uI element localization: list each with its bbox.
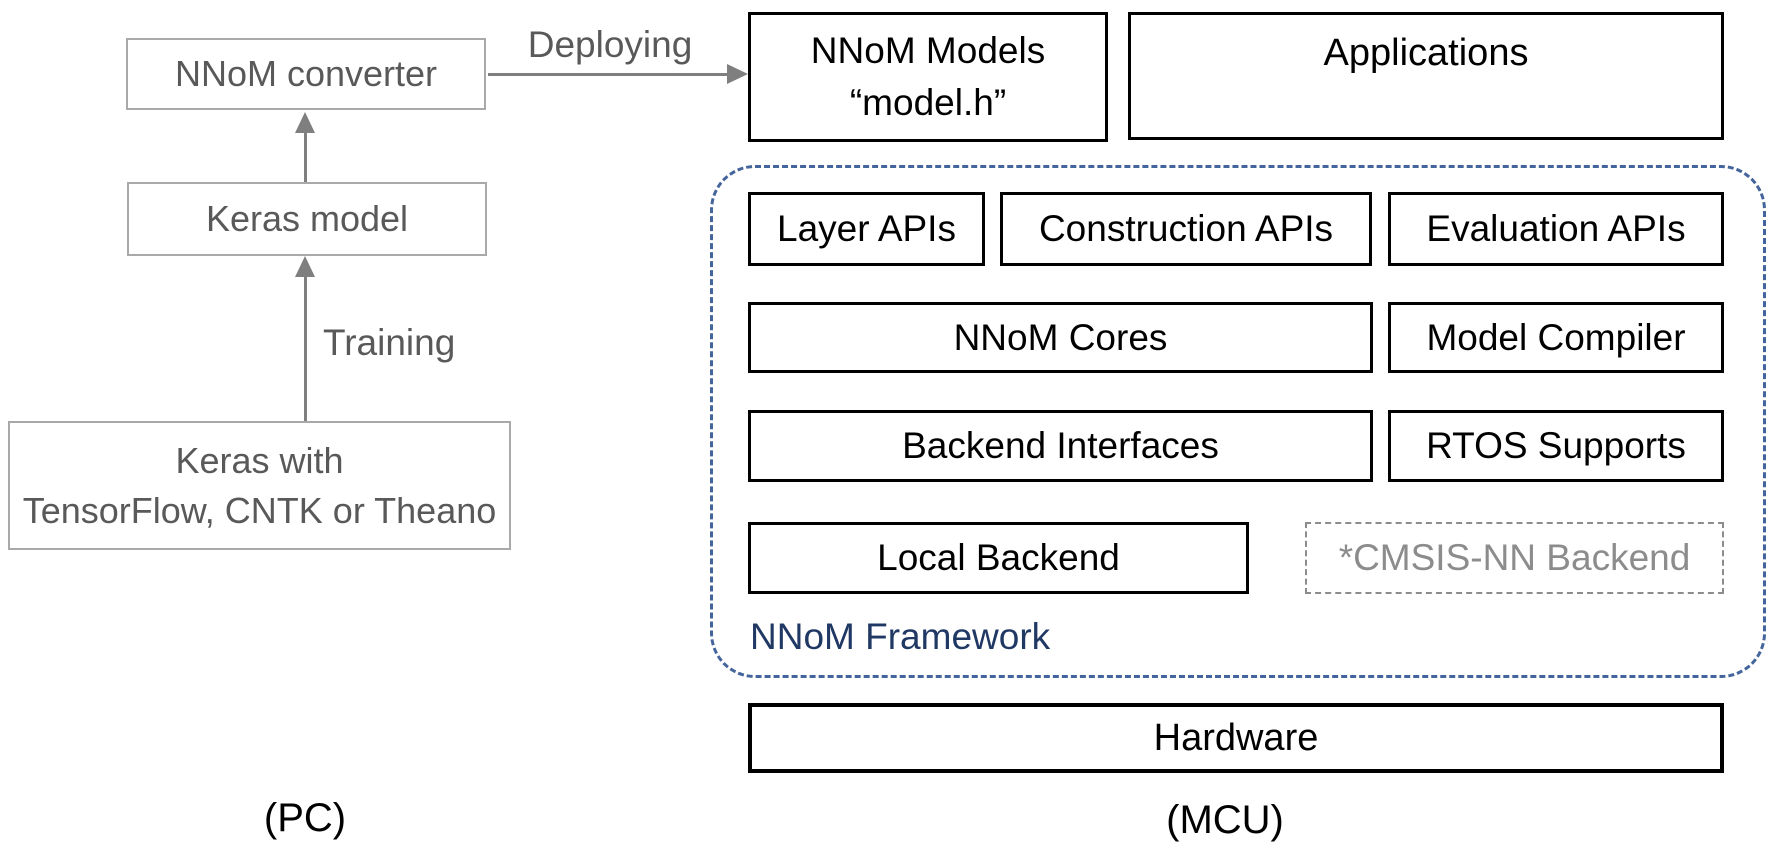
evaluation-apis-box: Evaluation APIs — [1388, 192, 1724, 266]
nnom-converter-box: NNoM converter — [126, 38, 486, 110]
evaluation-apis-label: Evaluation APIs — [1426, 208, 1686, 249]
deploying-label: Deploying — [527, 24, 693, 65]
backend-interfaces-label: Backend Interfaces — [902, 425, 1219, 466]
nnom-converter-label: NNoM converter — [174, 53, 438, 94]
model-arrowhead-icon — [295, 112, 315, 133]
nnom-models-line1: NNoM Models — [810, 30, 1046, 71]
pc-caption: (PC) — [263, 796, 347, 840]
training-label: Training — [323, 322, 456, 363]
training-arrowhead-icon — [295, 256, 315, 277]
nnom-cores-box: NNoM Cores — [748, 302, 1373, 373]
keras-stack-box: Keras with TensorFlow, CNTK or Theano — [8, 421, 511, 550]
local-backend-box: Local Backend — [748, 522, 1249, 594]
nnom-framework-label: NNoM Framework — [750, 616, 1051, 657]
model-arrow-line — [304, 130, 307, 182]
backend-interfaces-box: Backend Interfaces — [748, 410, 1373, 482]
model-compiler-label: Model Compiler — [1426, 316, 1686, 358]
layer-apis-box: Layer APIs — [748, 192, 985, 266]
hardware-box: Hardware — [748, 703, 1724, 773]
model-compiler-box: Model Compiler — [1388, 302, 1724, 373]
construction-apis-label: Construction APIs — [1038, 208, 1334, 249]
nnom-models-line2: “model.h” — [849, 82, 1007, 123]
deploying-arrow-line — [488, 73, 730, 76]
nnom-models-box: NNoM Models “model.h” — [748, 12, 1108, 142]
nnom-framework-container — [710, 165, 1766, 678]
keras-model-label: Keras model — [205, 198, 409, 239]
keras-stack-line2: TensorFlow, CNTK or Theano — [22, 489, 497, 531]
training-arrow-line — [304, 274, 307, 421]
applications-box: Applications — [1128, 12, 1724, 140]
local-backend-label: Local Backend — [877, 537, 1120, 578]
cmsis-nn-backend-box: *CMSIS-NN Backend — [1305, 522, 1724, 594]
mcu-caption: (MCU) — [1166, 798, 1284, 842]
layer-apis-label: Layer APIs — [777, 208, 956, 249]
hardware-label: Hardware — [1153, 717, 1319, 759]
nnom-cores-label: NNoM Cores — [953, 316, 1168, 358]
rtos-supports-label: RTOS Supports — [1426, 425, 1686, 466]
keras-model-box: Keras model — [127, 182, 487, 256]
cmsis-nn-backend-label: *CMSIS-NN Backend — [1338, 537, 1691, 578]
keras-stack-line1: Keras with — [175, 439, 344, 481]
rtos-supports-box: RTOS Supports — [1388, 410, 1724, 482]
construction-apis-box: Construction APIs — [1000, 192, 1372, 266]
applications-label: Applications — [1323, 32, 1529, 74]
deploying-arrowhead-icon — [727, 64, 748, 84]
